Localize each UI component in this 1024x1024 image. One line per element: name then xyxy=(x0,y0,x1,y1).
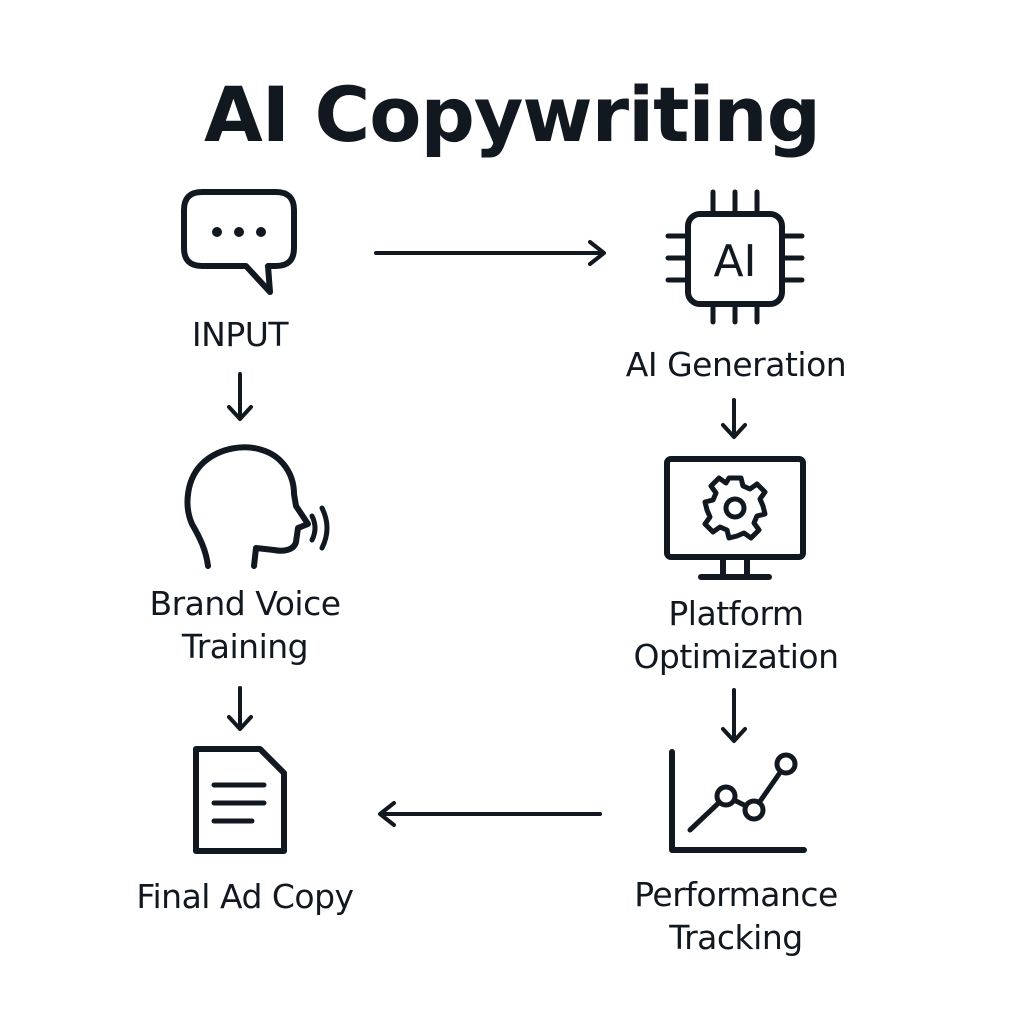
ai-chip-text: AI xyxy=(713,236,756,287)
arrow-input-to-brand-voice-training xyxy=(225,372,255,424)
platform-optimization-label-line1: Platform xyxy=(668,594,804,633)
monitor-gear-icon xyxy=(663,455,807,583)
brand-voice-training-label-line2: Training xyxy=(181,627,309,666)
performance-tracking-label-line1: Performance xyxy=(634,875,838,914)
ai-generation-label: AI Generation xyxy=(625,345,847,384)
arrow-input-to-ai-generation xyxy=(374,238,610,268)
brand-voice-training-label: Brand Voice Training xyxy=(110,582,380,668)
line-chart-icon xyxy=(668,748,812,856)
speaking-head-icon xyxy=(184,442,334,572)
performance-tracking-label-line2: Tracking xyxy=(669,918,803,957)
brand-voice-training-label-line1: Brand Voice xyxy=(149,584,341,623)
diagram-title: AI Copywriting xyxy=(203,70,821,159)
arrow-performance-tracking-to-final-ad-copy xyxy=(374,799,604,829)
ai-chip-icon: AI xyxy=(664,188,808,328)
final-ad-copy-label: Final Ad Copy xyxy=(136,877,354,916)
arrow-ai-generation-to-platform-optimization xyxy=(719,398,749,442)
platform-optimization-label: Platform Optimization xyxy=(596,592,876,678)
performance-tracking-label: Performance Tracking xyxy=(596,873,876,959)
chat-bubble-icon xyxy=(180,188,300,298)
arrow-brand-voice-training-to-final-ad-copy xyxy=(225,686,255,734)
arrow-platform-optimization-to-performance-tracking xyxy=(719,688,749,746)
platform-optimization-label-line2: Optimization xyxy=(633,637,839,676)
document-icon xyxy=(190,745,290,857)
input-label: INPUT xyxy=(191,315,289,354)
